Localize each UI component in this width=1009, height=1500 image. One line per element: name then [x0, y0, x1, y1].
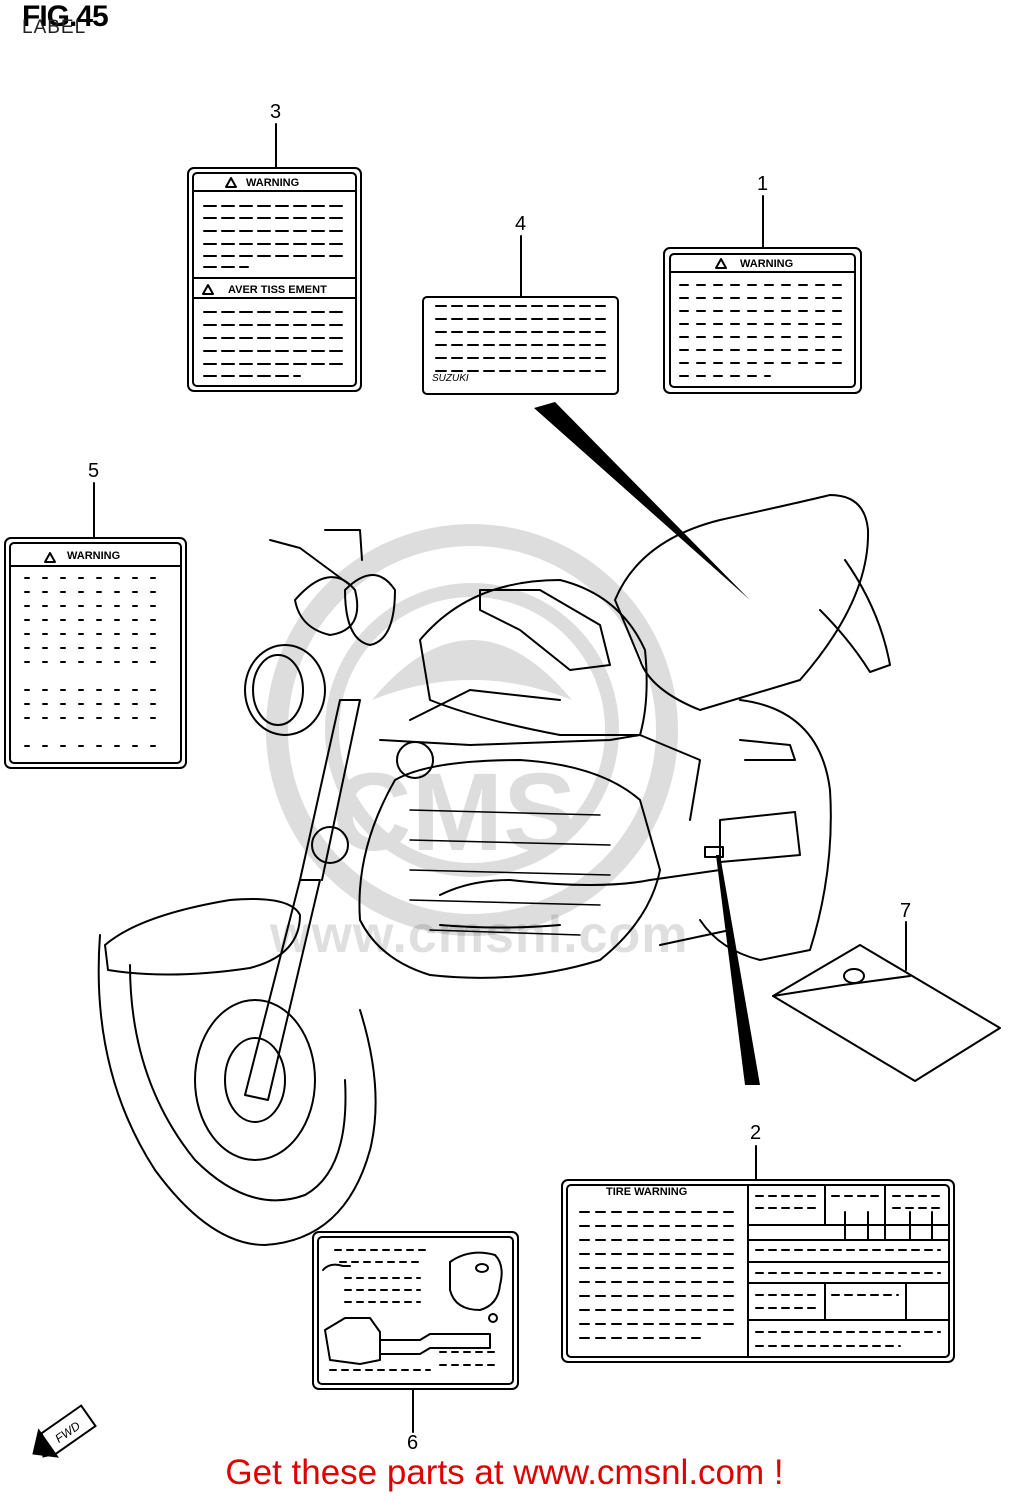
label-1-warning [663, 247, 862, 394]
label-1-heading: WARNING [740, 258, 794, 270]
label-3-heading-fr: AVER TISS EMENT [228, 284, 327, 296]
pointer-label-2 [716, 855, 760, 1085]
label-5-warning [4, 537, 187, 769]
watermark-logo: CMS [266, 524, 678, 936]
callout-4: 4 [515, 213, 527, 235]
callout-5: 5 [88, 460, 100, 482]
label-6-emission [312, 1231, 519, 1390]
callout-6: 6 [407, 1432, 419, 1454]
label-2-heading: TIRE WARNING [606, 1186, 688, 1198]
callout-1: 1 [757, 173, 769, 195]
label-3-heading: WARNING [246, 177, 300, 189]
callout-leaders [93, 123, 907, 1433]
label-7-envelope [772, 944, 1001, 1082]
watermark-text: www.cmsnl.com [270, 906, 689, 964]
label-5-heading: WARNING [67, 550, 121, 562]
label-2-tire-warning [561, 1179, 955, 1363]
callout-7: 7 [900, 900, 912, 922]
motorcycle-outline [97, 494, 891, 1246]
figure-subtitle: LABEL [22, 17, 87, 38]
label-4-maker-mark: SUZUKI [432, 373, 469, 384]
svg-text:CMS: CMS [332, 751, 576, 874]
label-3-warning-bilingual [187, 167, 362, 392]
pointer-label-4 [534, 402, 750, 600]
callout-3: 3 [270, 101, 282, 123]
callout-2: 2 [750, 1122, 762, 1144]
footer-parts-link[interactable]: Get these parts at www.cmsnl.com ! [225, 1453, 784, 1492]
figure-title: FIG.45 [22, 0, 109, 33]
